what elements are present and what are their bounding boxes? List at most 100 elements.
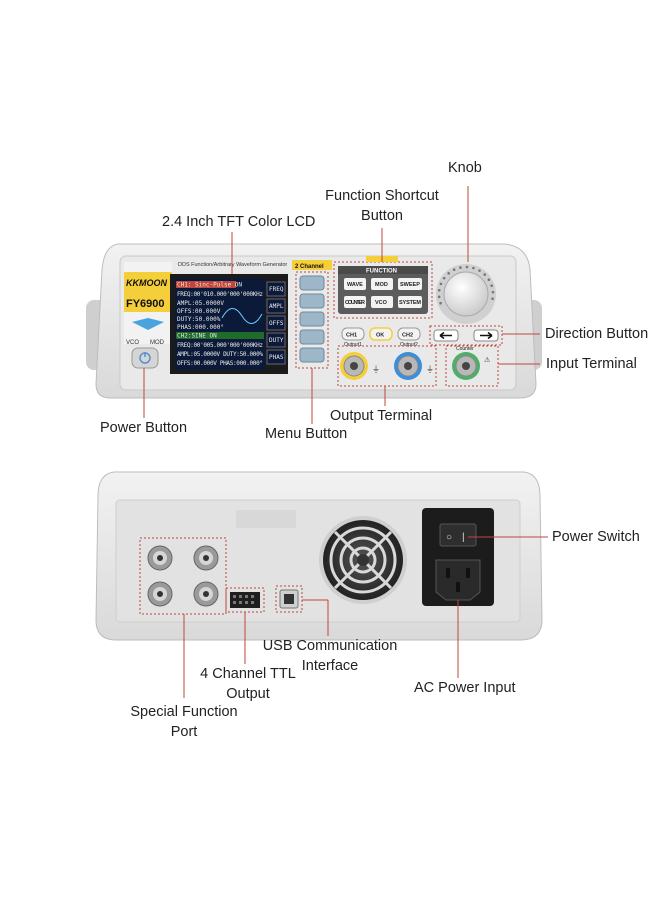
menu-button-4[interactable]	[299, 329, 325, 345]
ttl-callout-line2: Output	[226, 686, 270, 702]
power-switch-on-mark: |	[462, 532, 465, 543]
special-port-callout-line2: Port	[170, 724, 198, 740]
vco-button-label: VCO	[375, 300, 388, 306]
special-port-4[interactable]	[193, 581, 219, 607]
output-terminal-callout: Output Terminal	[330, 408, 433, 424]
counter-input-bnc[interactable]	[452, 352, 480, 380]
arrow-right-icon	[480, 331, 493, 340]
special-port-2[interactable]	[193, 545, 219, 571]
lcd-line-6: PHAS:000.000°	[177, 324, 224, 331]
lcd-softkey-labels: FREQ AMPL OFFS DUTY PHAS	[266, 281, 286, 365]
knob-dot	[442, 276, 446, 280]
mod-button[interactable]	[371, 278, 393, 290]
lcd-line-7: CH2:SINE ON	[177, 333, 217, 340]
sweep-button[interactable]	[398, 278, 422, 290]
knob-dots	[437, 265, 495, 305]
softkey-label-2	[266, 298, 286, 314]
vco-button[interactable]	[371, 296, 393, 308]
counter-button-label: COUNTER	[345, 300, 365, 306]
knob-dot	[487, 278, 491, 281]
rotary-knob[interactable]	[443, 271, 489, 317]
ac-power-callout: AC Power Input	[414, 680, 516, 696]
special-port-3[interactable]	[147, 581, 173, 607]
inlet-pin-left	[446, 568, 450, 578]
usb-callout: USB Communication Interface	[262, 636, 398, 676]
special-port-callout: Special Function Port	[122, 702, 246, 742]
system-button[interactable]	[398, 296, 422, 308]
ac-power-inlet[interactable]	[435, 559, 481, 601]
output1-bnc[interactable]	[340, 352, 368, 380]
input-warning-icon: ⚠	[484, 356, 490, 364]
lcd-screen	[175, 278, 265, 370]
power-button[interactable]	[131, 347, 159, 369]
ground-icon-2: ⏚	[426, 365, 434, 374]
device-subtitle: DDS Function/Arbitrary Waveform Generato…	[178, 262, 287, 268]
inlet-pin-ground	[456, 582, 460, 592]
ch2-button[interactable]	[397, 327, 421, 341]
knob-dot	[452, 268, 456, 272]
counter-button[interactable]	[344, 296, 366, 308]
menu-button-1[interactable]	[299, 275, 325, 291]
front-panel: KKMOON FY6900 VCO MOD DDS Function/Arbit…	[86, 243, 542, 399]
cooling-fan	[319, 516, 407, 604]
usb-port-inner	[284, 594, 294, 604]
wave-button[interactable]	[344, 278, 366, 290]
knob-dot	[439, 282, 443, 286]
function-header-text: FUNCTION	[366, 269, 397, 275]
usb-highlight	[275, 585, 303, 613]
ok-button[interactable]	[369, 327, 393, 341]
softkey-label-4	[266, 332, 286, 348]
menu-button-3[interactable]	[299, 311, 325, 327]
usb-callout-line2: Interface	[301, 658, 359, 674]
lcd-line-9: AMPL:05.0000V DUTY:50.000%	[177, 351, 263, 358]
lcd-line-4: OFFS:00.000V	[177, 308, 221, 315]
power-switch-off-mark: ○	[446, 532, 452, 543]
ch2-label: CH2	[402, 333, 413, 339]
knob-dot	[437, 295, 441, 299]
lcd-callout: 2.4 Inch TFT Color LCD	[162, 214, 316, 230]
arrow-left-icon	[439, 331, 452, 340]
output2-label: Output2	[400, 342, 418, 348]
knob-dot	[491, 290, 495, 294]
softkey-text-5: PHAS	[269, 354, 284, 361]
menu-button-2[interactable]	[299, 293, 325, 309]
input-terminal-callout: Input Terminal	[546, 356, 637, 372]
brand-logo: KKMOON	[126, 278, 167, 288]
function-shortcut-callout-line2: Button	[361, 208, 403, 224]
softkey-label-1	[266, 281, 286, 297]
power-switch-callout: Power Switch	[552, 529, 640, 545]
softkey-text-3: OFFS	[269, 320, 284, 327]
model-label: FY6900	[126, 298, 165, 310]
lcd-ch1-header	[176, 281, 236, 288]
menu-button-5[interactable]	[299, 347, 325, 363]
knob-dot	[483, 273, 487, 276]
ttl-pins	[233, 595, 254, 604]
menu-button-callout: Menu Button	[265, 426, 348, 442]
rear-panel: ○ |	[95, 471, 543, 641]
ttl-callout-line1: 4 Channel TTL	[200, 666, 296, 682]
lcd-ch2-header	[176, 332, 264, 339]
lcd-line-1: CH1: Sinc-Pulse ON	[177, 282, 242, 289]
channel-badge	[292, 260, 332, 270]
inlet-pin-right	[466, 568, 470, 578]
wave-button-label: WAVE	[347, 282, 363, 288]
lcd-waveform-icon	[221, 308, 263, 324]
output2-bnc[interactable]	[394, 352, 422, 380]
ch1-button[interactable]	[341, 327, 365, 341]
brand-yellow-strip	[124, 272, 172, 312]
channel-badge-text: 2 Channel	[295, 264, 324, 270]
special-port-1[interactable]	[147, 545, 173, 571]
knob-dot	[447, 272, 450, 275]
ttl-callout: 4 Channel TTL Output	[196, 664, 300, 704]
mod-button-label: MOD	[375, 282, 388, 288]
ttl-output-connector[interactable]	[230, 592, 260, 608]
power-switch[interactable]	[439, 523, 477, 547]
knob-dot	[478, 269, 481, 272]
lcd-line-2: FREQ:00'010.000'000'000KHz	[177, 291, 263, 298]
ground-icon-1: ⏚	[372, 365, 380, 374]
ch1-label: CH1	[346, 333, 357, 339]
sweep-button-label: SWEEP	[400, 282, 420, 288]
knob-dot	[439, 301, 442, 305]
function-panel-header	[338, 266, 428, 274]
